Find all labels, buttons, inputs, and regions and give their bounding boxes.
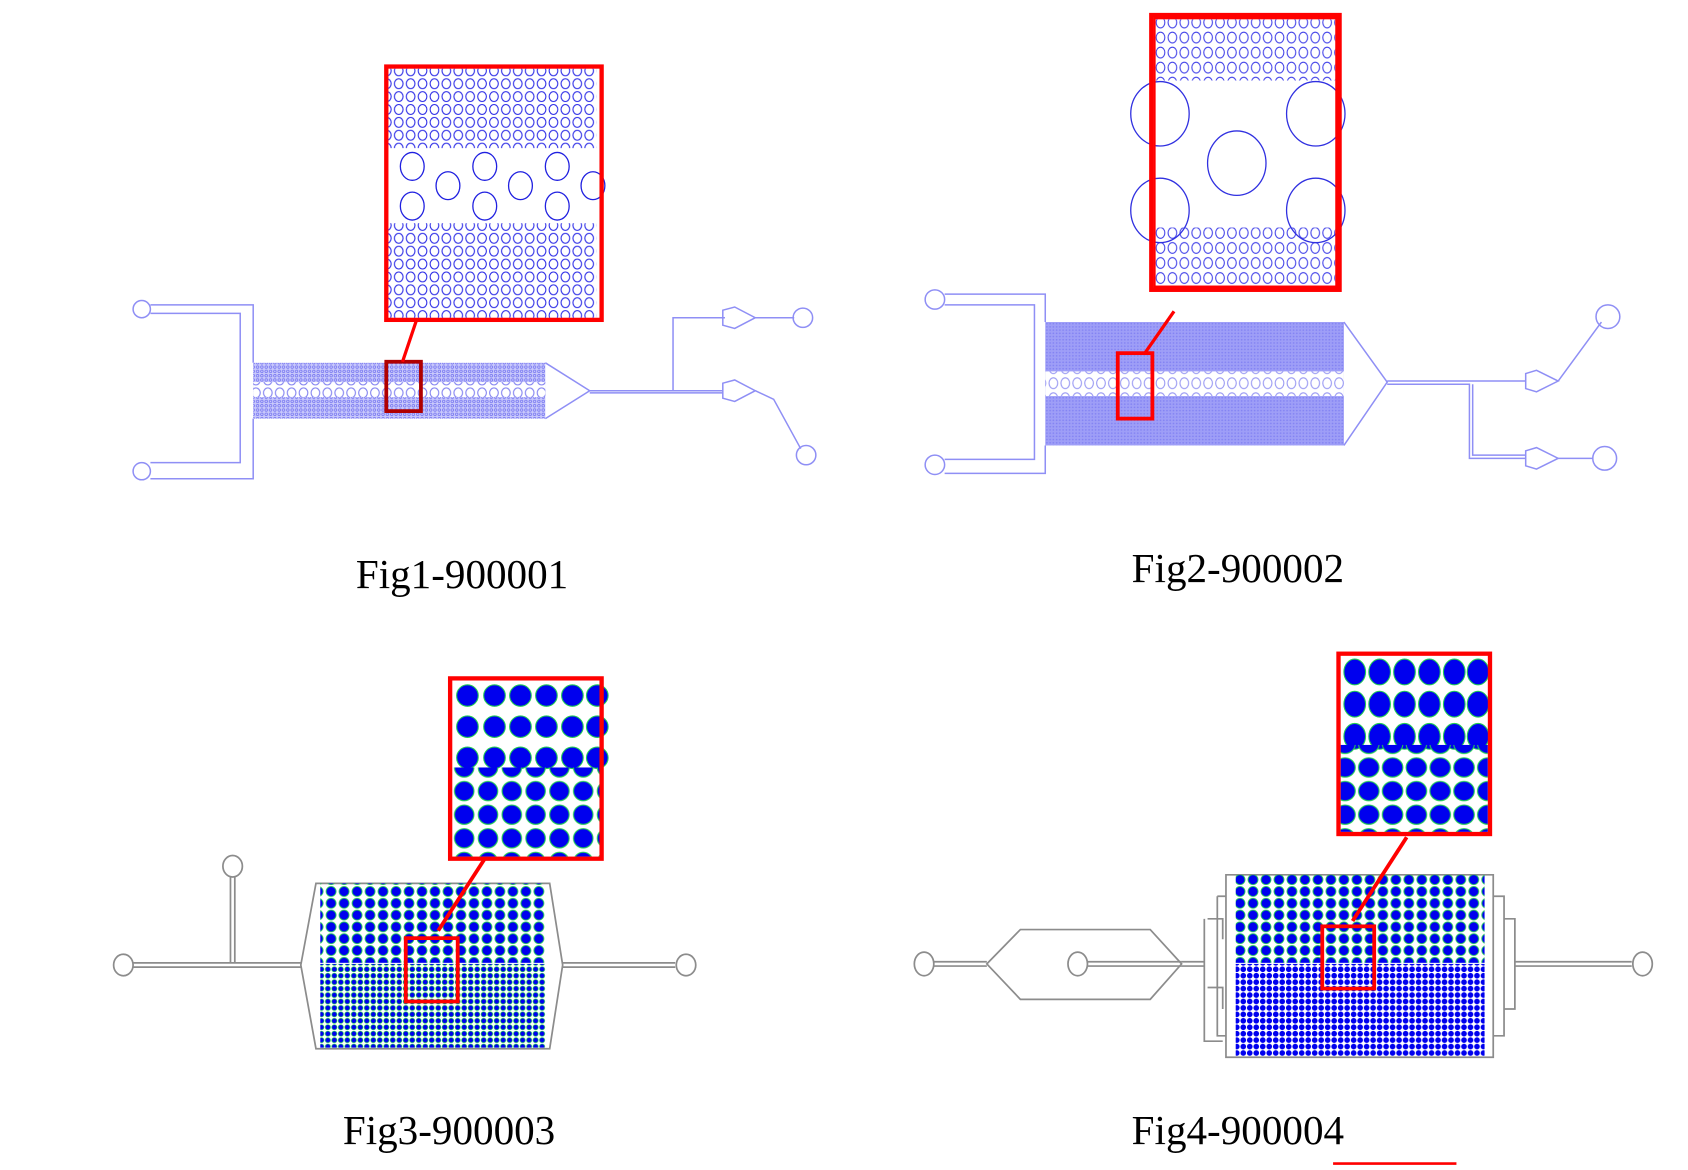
outlet-port-icon — [1631, 951, 1654, 977]
fig4-caption: Fig4-900004 — [1132, 1108, 1344, 1153]
fig2-zoom-inset — [1130, 12, 1346, 292]
fig2-outlet-channels — [1387, 304, 1621, 471]
fig3-chamber — [299, 882, 564, 1050]
inlet-port-icon — [924, 289, 946, 310]
fig1-outlet-channels — [589, 306, 817, 466]
figure-4: Fig4-900004 — [913, 651, 1654, 1165]
fig1-inlet-channels — [132, 299, 254, 481]
fig2-region-marker — [1115, 351, 1155, 421]
fig4-small-pillar-array — [1235, 963, 1485, 1057]
figure-1: Fig1-900001 — [132, 64, 817, 597]
outlet-port-icon — [792, 307, 814, 329]
fig2-funnel — [1343, 321, 1389, 446]
fig1-zoom-inset — [384, 64, 606, 323]
outlet-port-icon — [1595, 304, 1621, 330]
inlet-port-icon — [132, 299, 152, 319]
inlet-port-icon — [112, 953, 134, 977]
large-pillars — [399, 151, 606, 221]
figure-3: Fig3-900003 — [112, 676, 697, 1153]
fig3-caption: Fig3-900003 — [343, 1108, 555, 1153]
large-pillars — [1130, 80, 1346, 244]
fig4-region-marker — [1320, 924, 1377, 991]
fig4-zoom-inset — [1336, 651, 1493, 837]
fig3-small-pillar-array — [320, 963, 546, 1048]
figure-2: Fig2-900002 — [924, 12, 1621, 591]
fig1-funnel — [544, 362, 592, 420]
fig3-large-pillar-array — [320, 883, 546, 963]
inlet-port-icon — [132, 461, 152, 481]
fig3-region-marker — [403, 936, 460, 1004]
inlet-port-icon — [222, 854, 244, 878]
inlet-port-icon — [1067, 951, 1089, 977]
inlet-port-icon — [924, 454, 946, 476]
fig2-inlet-channels — [924, 289, 1047, 476]
fig4-large-pillar-array — [1235, 874, 1485, 963]
outlet-port-icon — [675, 953, 697, 977]
fig4-hexagon-chamber — [985, 928, 1183, 1001]
fig2-caption: Fig2-900002 — [1132, 546, 1344, 591]
outlet-port-icon — [1592, 445, 1618, 471]
inlet-port-icon — [913, 951, 935, 977]
fig1-caption: Fig1-900001 — [356, 552, 568, 597]
fig3-zoom-inset — [447, 676, 609, 861]
fig3-channels — [112, 854, 697, 1050]
outlet-port-icon — [795, 444, 817, 466]
